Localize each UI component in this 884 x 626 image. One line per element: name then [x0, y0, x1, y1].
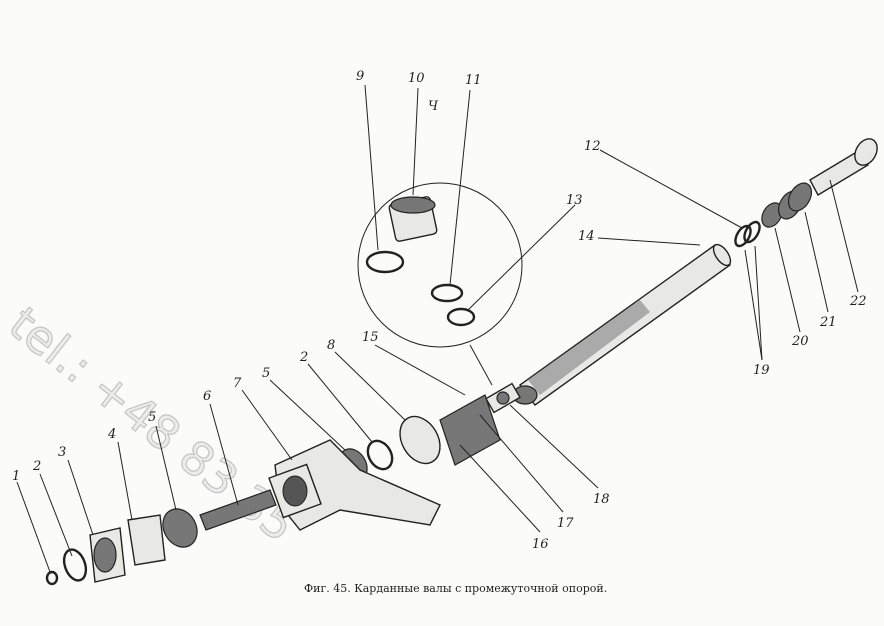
label-10: 10 [408, 71, 425, 86]
label-5: 5 [148, 410, 156, 425]
label-11: 11 [465, 73, 482, 88]
part-21-boot [777, 182, 813, 220]
label-8: 8 [327, 338, 335, 353]
figure-caption: Фиг. 45. Карданные валы с промежуточной … [304, 582, 608, 595]
label-5b: 5 [262, 366, 270, 381]
part-18-cross [485, 382, 521, 414]
label-2b: 2 [299, 350, 308, 365]
part-11-seal [430, 283, 464, 303]
label-1: 1 [12, 469, 20, 484]
label-17: 17 [557, 516, 574, 531]
label-3: 3 [58, 445, 66, 460]
label-21: 21 [819, 315, 837, 330]
part-7-bracket [268, 439, 441, 531]
detail-mark: Ч [428, 99, 439, 114]
label-12: 12 [584, 139, 601, 154]
part-13-ring [446, 307, 476, 327]
part-5-bearing-left [162, 508, 198, 548]
detail-circle [357, 182, 523, 348]
part-16-flange [399, 394, 501, 466]
part-6-splined-shaft [199, 489, 277, 531]
part-22-yoke [809, 138, 878, 196]
part-2-ring [366, 439, 394, 471]
label-2: 2 [32, 459, 41, 474]
detail-pointer [469, 344, 493, 386]
part-1-washer [45, 570, 59, 586]
label-19: 19 [753, 363, 770, 378]
label-9: 9 [356, 69, 364, 84]
label-22: 22 [849, 294, 867, 309]
part-19-ring-b [743, 220, 761, 244]
part-20 [761, 202, 783, 228]
part-4-gasket [127, 514, 166, 566]
part-10-bearing [388, 196, 438, 242]
label-13: 13 [566, 193, 583, 208]
part-19-ring-a [734, 224, 752, 248]
part-2-ring-left [62, 548, 88, 582]
label-6: 6 [203, 389, 211, 404]
part-14-shaft [512, 243, 732, 406]
label-16: 16 [532, 537, 549, 552]
label-18: 18 [593, 492, 610, 507]
label-20: 20 [791, 334, 809, 349]
label-4: 4 [107, 427, 116, 442]
label-7: 7 [233, 376, 242, 391]
part-9-snap-ring [365, 250, 405, 274]
leader-lines [16, 84, 859, 573]
part-3-cover [89, 527, 126, 583]
label-15: 15 [362, 330, 379, 345]
label-14: 14 [578, 229, 595, 244]
